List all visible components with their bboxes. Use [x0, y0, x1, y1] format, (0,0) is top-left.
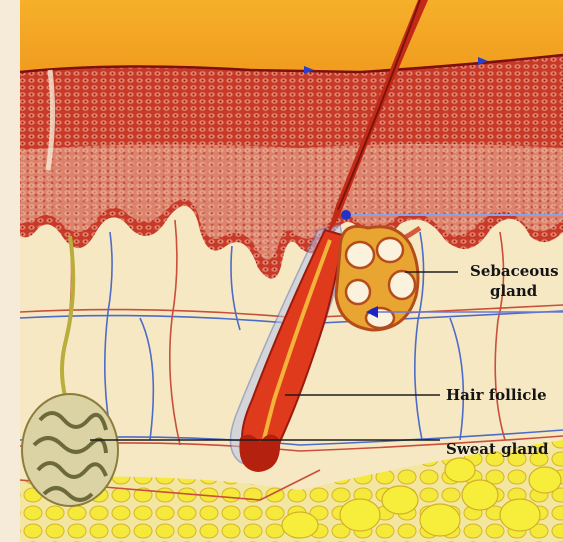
marker-dot	[341, 210, 351, 220]
left-border	[0, 0, 20, 542]
label-sweat-gland: Sweat gland	[446, 441, 548, 458]
label-sebaceous-gland-line1: Sebaceous	[470, 263, 559, 280]
label-hair-follicle: Hair follicle	[446, 387, 547, 404]
sweat-gland-coil	[22, 394, 118, 506]
label-sebaceous-gland-line2: gland	[490, 283, 537, 300]
